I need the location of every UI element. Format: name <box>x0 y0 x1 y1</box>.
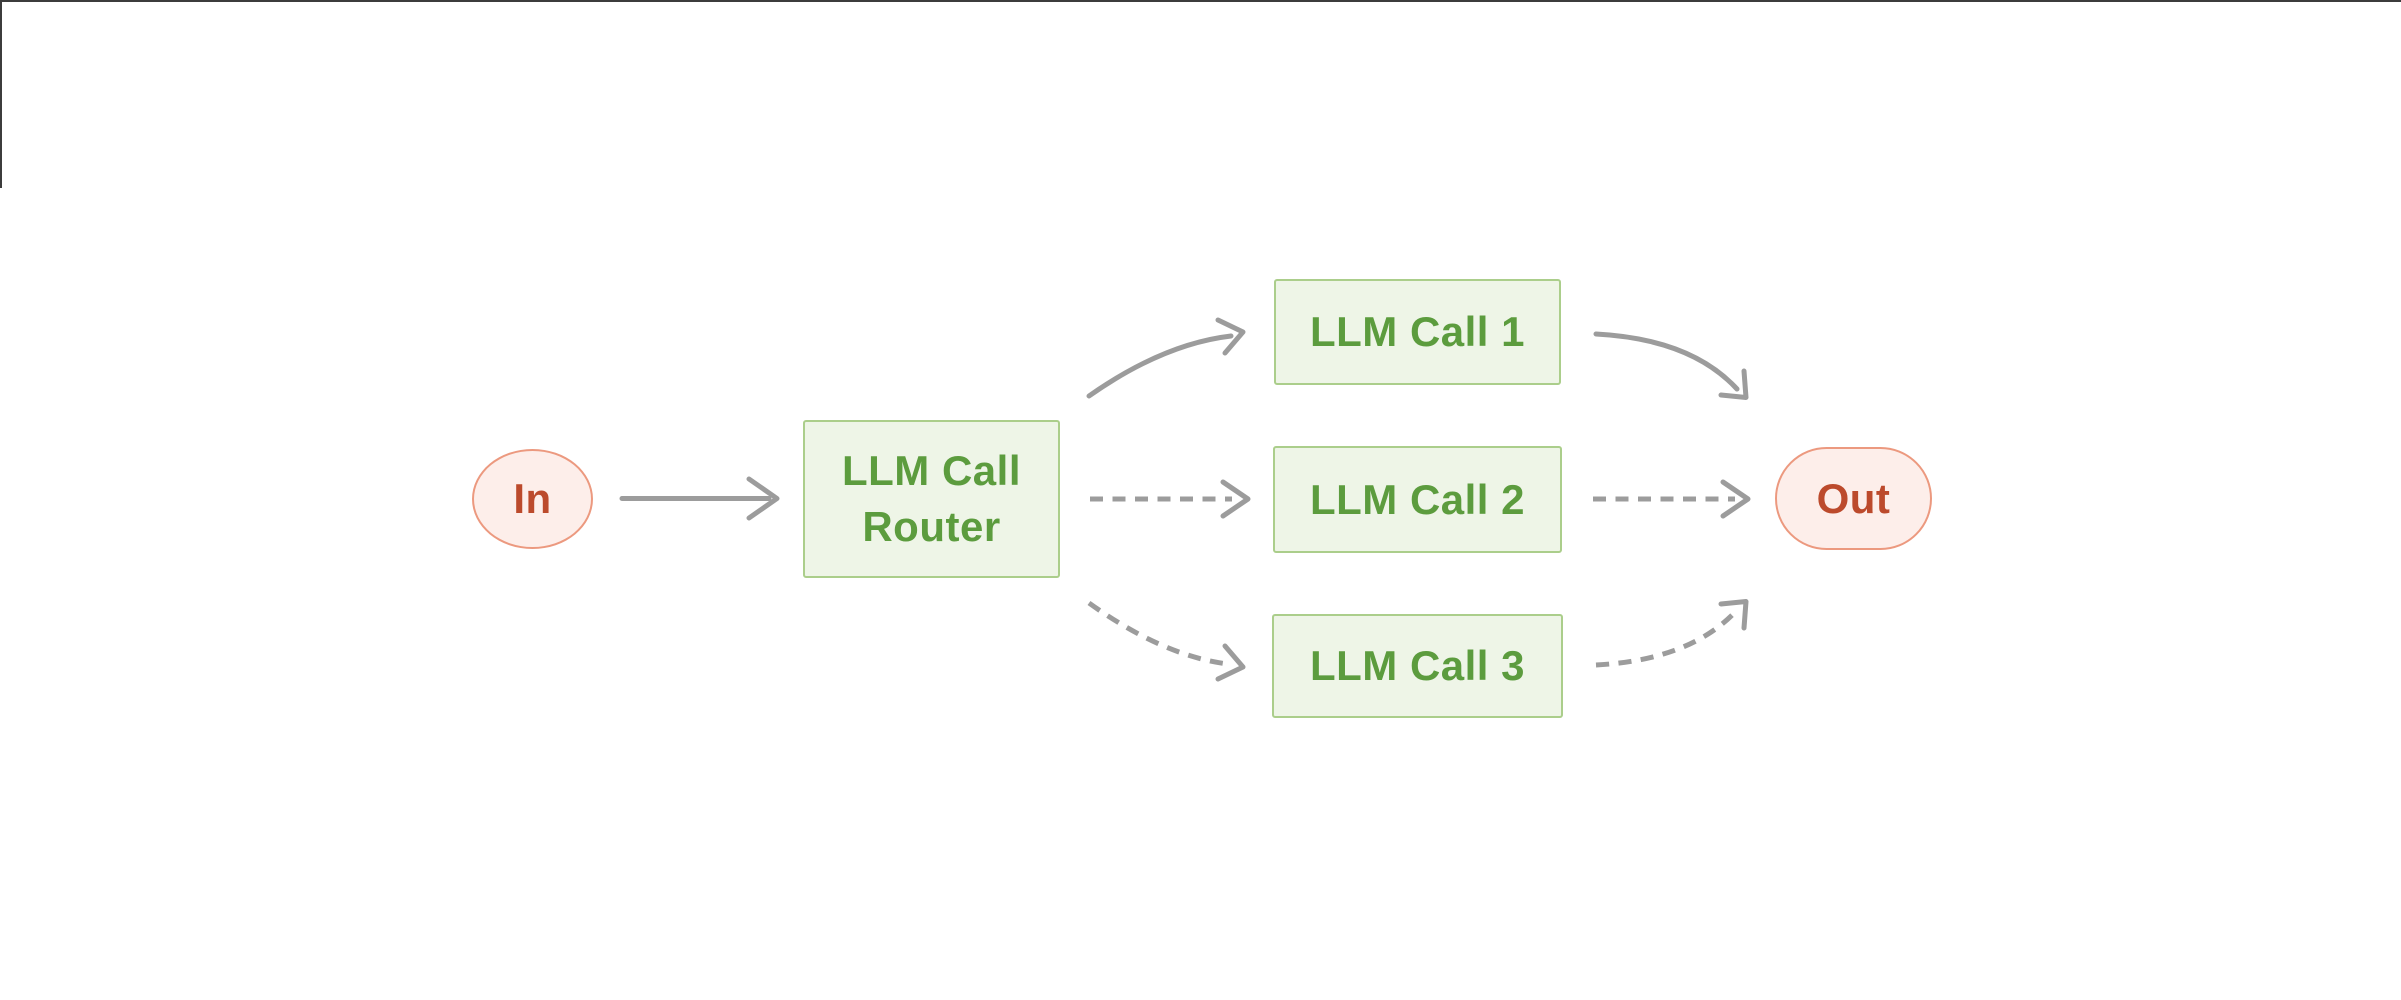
node-out-label: Out <box>1816 474 1891 522</box>
node-out[interactable]: Out <box>1775 447 1932 550</box>
node-in-label: In <box>513 475 552 522</box>
window-border-top <box>0 0 2401 2</box>
node-llm-call-3-label: LLM Call 3 <box>1309 642 1526 689</box>
node-llm-call-1-label: LLM Call 1 <box>1309 308 1526 355</box>
edge-router-call2 <box>1090 479 1251 519</box>
node-router-label: LLM Call Router <box>842 447 1021 550</box>
edge-in-router <box>619 476 780 521</box>
edge-router-call1 <box>1086 317 1246 399</box>
edge-call2-out <box>1593 479 1751 519</box>
node-llm-call-3[interactable]: LLM Call 3 <box>1272 614 1563 718</box>
edge-router-call3 <box>1087 600 1246 682</box>
node-llm-call-2-label: LLM Call 2 <box>1309 475 1526 523</box>
node-in[interactable]: In <box>472 449 593 549</box>
window-border-left <box>0 0 2 188</box>
edge-call1-out <box>1593 331 1749 400</box>
edge-call3-out <box>1595 599 1749 668</box>
node-llm-call-router[interactable]: LLM Call Router <box>803 420 1060 578</box>
node-llm-call-2[interactable]: LLM Call 2 <box>1273 446 1562 553</box>
node-llm-call-1[interactable]: LLM Call 1 <box>1274 279 1561 385</box>
